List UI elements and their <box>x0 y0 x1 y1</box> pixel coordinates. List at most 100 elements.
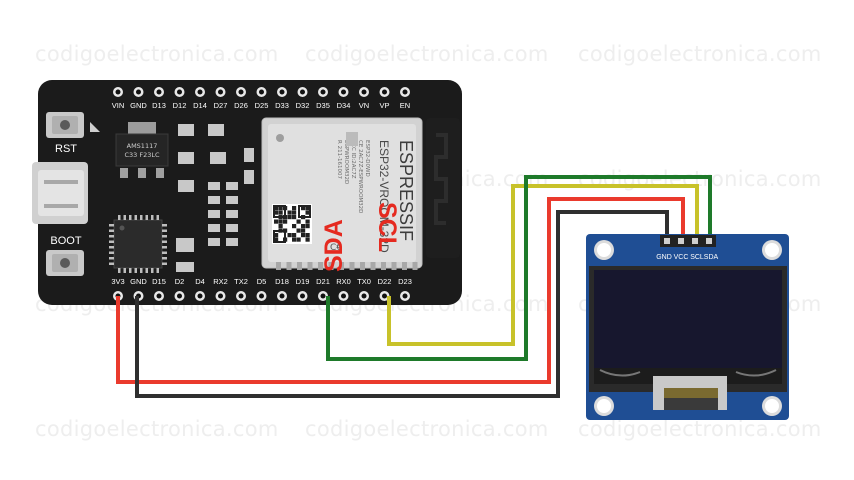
top-pin-d13[interactable] <box>154 87 164 97</box>
oled-pin-label-sda: SDA <box>704 254 719 261</box>
oled-pin-label-gnd: GND <box>656 254 672 261</box>
bottom-pin-rx0[interactable] <box>338 291 349 301</box>
bottom-pin-label: D5 <box>257 277 267 286</box>
bottom-pin-label: 3V3 <box>111 277 124 286</box>
rst-button[interactable] <box>46 112 84 138</box>
bottom-pin-tx2[interactable] <box>236 291 246 301</box>
top-pin-label: D12 <box>173 101 187 110</box>
top-pin-label: D14 <box>193 101 207 110</box>
bottom-pin-tx0[interactable] <box>359 291 369 301</box>
bottom-pin-label: D15 <box>152 277 166 286</box>
wires <box>116 175 712 398</box>
top-pin-vn[interactable] <box>359 87 369 97</box>
top-pin-d26[interactable] <box>236 87 246 97</box>
bottom-pin-label: D4 <box>195 277 205 286</box>
top-pin-label: VP <box>379 101 389 110</box>
bottom-pin-label: TX2 <box>234 277 248 286</box>
oled-pin-label-vcc: VCC <box>674 254 689 261</box>
bottom-pin-label: RX0 <box>336 277 351 286</box>
top-pin-d14[interactable] <box>195 87 205 97</box>
module-fineprint-4: ESPWROOM32D <box>343 140 349 184</box>
bottom-pin-label: D23 <box>398 277 412 286</box>
top-pin-label: VN <box>359 101 369 110</box>
top-pin-label: D13 <box>152 101 166 110</box>
bottom-pin-d5[interactable] <box>256 291 267 301</box>
bottom-pin-d19[interactable] <box>297 291 308 301</box>
module-brand: ESPRESSIF <box>396 140 416 241</box>
top-pin-d27[interactable] <box>215 87 226 97</box>
bottom-pin-label: D21 <box>316 277 330 286</box>
wire-vcc[interactable] <box>116 197 685 384</box>
oled-header <box>660 235 716 247</box>
watermark: codigoelectronica.com <box>305 42 549 66</box>
module-model: ESP32-VROOM-32D <box>377 140 391 253</box>
module-fineprint-5: R 211-161007 <box>336 140 342 180</box>
boot-button[interactable] <box>46 250 84 276</box>
top-pin-vin[interactable] <box>113 87 123 97</box>
bottom-pin-label: GND <box>130 277 147 286</box>
module-label: ESPRESSIF ESP32-VROOM-32D ESP32-D0WD CE … <box>336 140 416 253</box>
top-pin-d25[interactable] <box>256 87 267 97</box>
bottom-pin-d15[interactable] <box>154 291 164 301</box>
voltage-regulator: AMS1117 C33 F23LC <box>115 122 169 178</box>
bottom-pin-label: D19 <box>296 277 310 286</box>
regulator-line-2: C33 F23LC <box>124 151 160 159</box>
bottom-pin-label: D22 <box>378 277 392 286</box>
top-pin-gnd[interactable] <box>133 87 144 97</box>
bottom-pin-d2[interactable] <box>174 291 185 301</box>
polarity-mark <box>90 122 100 132</box>
oled-pin-label-scl: SCL <box>690 254 704 261</box>
bottom-pin-label: TX0 <box>357 277 371 286</box>
oled-screen <box>594 270 782 368</box>
top-pin-row <box>113 87 410 97</box>
wire-sda[interactable] <box>326 175 712 361</box>
usb-connector <box>32 162 88 224</box>
top-pin-label: D35 <box>316 101 330 110</box>
bottom-pin-label: D2 <box>175 277 185 286</box>
bottom-pin-d18[interactable] <box>277 291 287 301</box>
usb-uart-chip <box>109 215 167 273</box>
bottom-pin-label: RX2 <box>213 277 228 286</box>
wire-gnd[interactable] <box>135 210 669 398</box>
top-pin-label: D26 <box>234 101 248 110</box>
watermark: codigoelectronica.com <box>35 417 279 441</box>
rst-label: RST <box>55 143 77 155</box>
top-pin-en[interactable] <box>400 87 410 97</box>
boot-label: BOOT <box>50 235 81 247</box>
bottom-pin-d23[interactable] <box>400 291 410 301</box>
top-pin-label: EN <box>400 101 410 110</box>
top-pin-vp[interactable] <box>379 87 390 97</box>
antenna-area <box>426 118 460 258</box>
bottom-pin-row <box>113 291 410 301</box>
bottom-pin-rx2[interactable] <box>215 291 226 301</box>
top-pin-d34[interactable] <box>338 87 349 97</box>
bottom-pin-label: D18 <box>275 277 289 286</box>
top-pin-label: D25 <box>255 101 269 110</box>
watermark: codigoelectronica.com <box>35 42 279 66</box>
sda-label: SDA <box>320 219 348 272</box>
ce-mark-icon: C€ <box>330 243 342 253</box>
top-pin-d33[interactable] <box>277 87 287 97</box>
bottom-pin-d21[interactable] <box>318 291 328 301</box>
esp32-wroom-module: ESPRESSIF ESP32-VROOM-32D ESP32-D0WD CE … <box>261 117 423 270</box>
watermark: codigoelectronica.com <box>305 417 549 441</box>
bottom-pin-labels: 3V3 GND D15 D2 D4 RX2 TX2 D5 D18 D19 D21 RX0 TX0 D22 D… <box>111 277 412 286</box>
top-pin-d32[interactable] <box>297 87 308 97</box>
wire-scl[interactable] <box>387 184 699 346</box>
watermark: codigoelectronica.com <box>578 417 822 441</box>
wifi-logo-icon <box>346 132 358 146</box>
module-fineprint-2: CE 2AC7Z-ESPWROOM32D <box>357 140 363 213</box>
module-fineprint-1: ESP32-D0WD <box>364 140 370 177</box>
bottom-pin-d4[interactable] <box>195 291 205 301</box>
top-pin-d12[interactable] <box>174 87 185 97</box>
top-pin-label: D32 <box>296 101 310 110</box>
top-pin-d35[interactable] <box>318 87 328 97</box>
watermark: codigoelectronica.com <box>578 42 822 66</box>
module-fineprint-3: FCC ID:2AC7Z <box>350 140 356 179</box>
smd-components <box>176 124 254 272</box>
